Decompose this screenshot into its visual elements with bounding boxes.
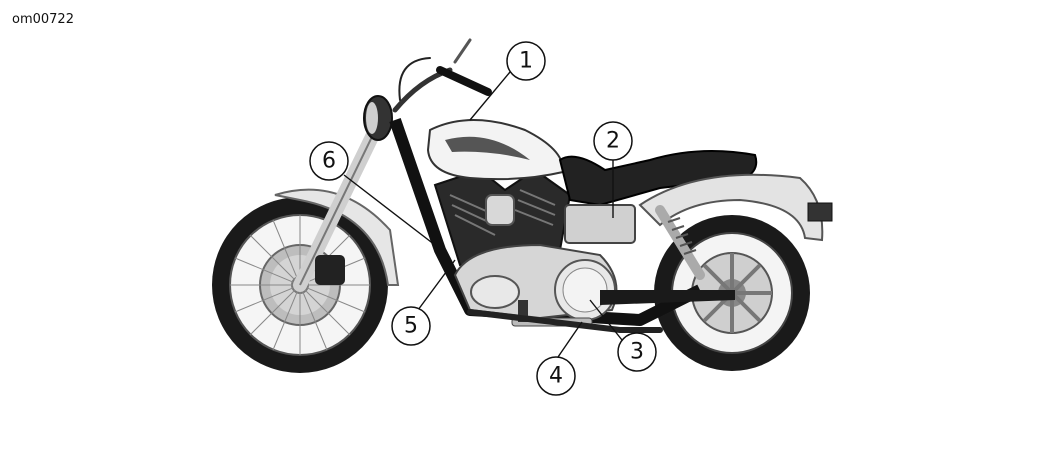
exhaust [467,309,663,333]
rear-fender [638,173,824,242]
callout-6: 6 [309,141,349,181]
taillight [807,202,833,222]
leader-line-3 [589,299,623,341]
handlebars [392,38,492,113]
motorcycle-illustration [212,38,833,373]
headlight [363,95,393,141]
fuel-tank [426,119,565,181]
callout-label: 3 [630,340,644,365]
callout-circle [593,121,633,161]
callout-circle [309,141,349,181]
primary-cover [453,243,618,321]
callout-label: 6 [322,149,336,174]
callout-circle [391,306,431,346]
leader-line-5 [417,259,456,311]
leader-line-6 [343,174,436,246]
callout-5: 5 [391,306,431,346]
callout-circle [617,332,657,372]
figure-id-label: om00722 [12,12,74,27]
callout-label: 1 [519,49,533,74]
callout-circle [506,41,546,81]
callout-label: 5 [404,314,418,339]
leader-line-4 [557,321,583,358]
side-cover [564,204,636,244]
callout-3: 3 [617,332,657,372]
callout-4: 4 [536,356,576,396]
callout-2: 2 [593,121,633,161]
leader-line-1 [469,71,511,121]
front-forks [293,103,392,292]
callout-label: 2 [606,129,620,154]
callout-1: 1 [506,41,546,81]
rear-shock [655,205,705,280]
callout-circle [536,356,576,396]
leader-lines [343,71,623,358]
callout-label: 4 [549,364,563,389]
swingarm [600,290,735,305]
